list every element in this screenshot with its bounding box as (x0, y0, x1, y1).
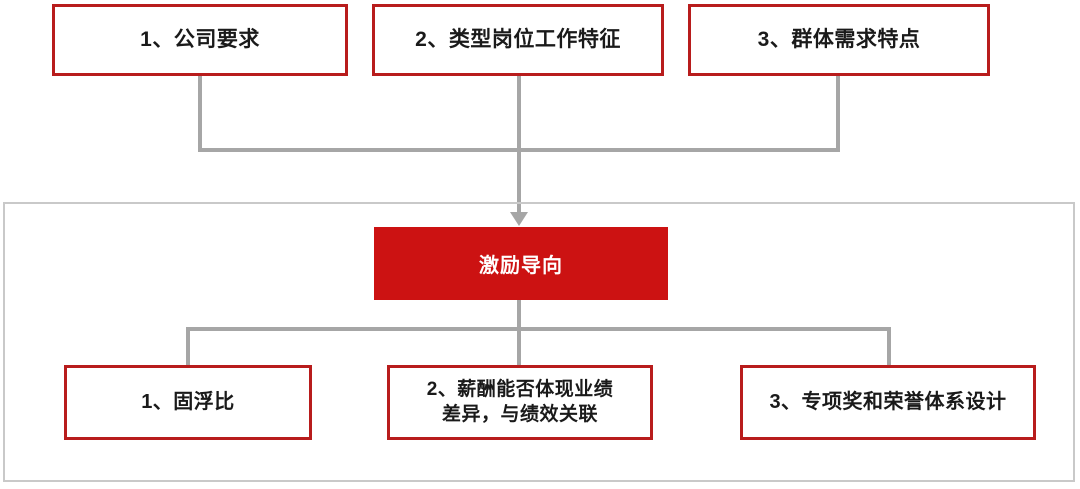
connector-arrow-head (510, 212, 528, 226)
top-factor-label-2: 2、类型岗位工作特征 (415, 27, 621, 51)
outcome-label-2-line-1: 2、薪酬能否体现业绩 (426, 379, 614, 401)
top-factor-label-1: 1、公司要求 (140, 27, 260, 51)
outcome-label-1: 1、固浮比 (141, 390, 235, 413)
top-factor-box-2[interactable]: 2、类型岗位工作特征 (372, 4, 664, 76)
outcome-label-3: 3、专项奖和荣誉体系设计 (769, 390, 1007, 413)
outcome-box-1[interactable]: 1、固浮比 (64, 365, 312, 440)
connector-bottom-1-vertical (186, 327, 190, 365)
connector-bottom-3-vertical (887, 327, 891, 365)
top-factor-box-3[interactable]: 3、群体需求特点 (688, 4, 990, 76)
connector-top-1-vertical (198, 76, 202, 152)
top-factor-label-3: 3、群体需求特点 (757, 27, 921, 51)
incentive-orientation-label: 激励导向 (479, 255, 563, 277)
incentive-orientation-box[interactable]: 激励导向 (374, 227, 668, 300)
connector-top-3-vertical (836, 76, 840, 152)
connector-bottom-distribution-horizontal (186, 327, 891, 331)
outcome-box-2[interactable]: 2、薪酬能否体现业绩 差异，与绩效关联 (387, 365, 653, 440)
outcome-box-3[interactable]: 3、专项奖和荣誉体系设计 (740, 365, 1036, 440)
outcome-label-2-line-2: 差异，与绩效关联 (441, 403, 598, 425)
top-factor-box-1[interactable]: 1、公司要求 (52, 4, 348, 76)
connector-top-2-vertical (517, 76, 521, 213)
incentive-group-container (3, 202, 1075, 482)
connector-center-vertical (517, 300, 521, 365)
outcome-label-2: 2、薪酬能否体现业绩 差异，与绩效关联 (415, 378, 626, 427)
